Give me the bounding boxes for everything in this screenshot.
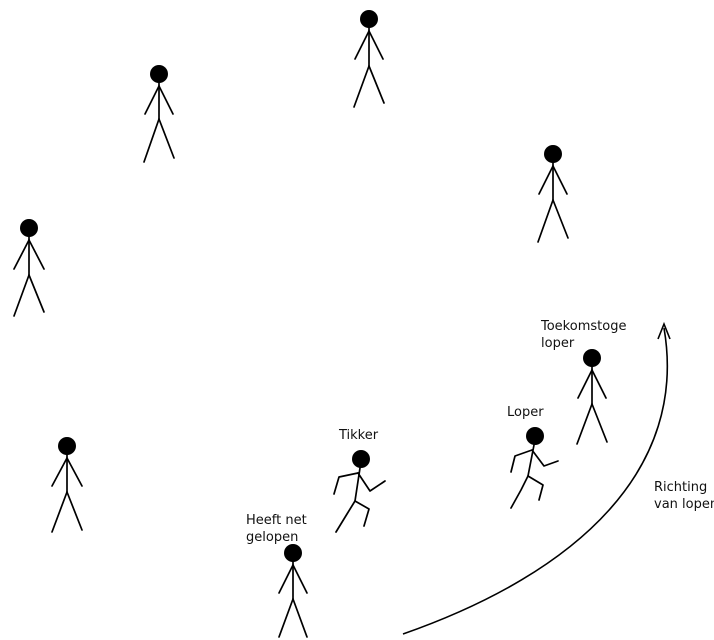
tagger-person: [333, 450, 386, 533]
person-head: [544, 145, 562, 163]
person-head: [58, 437, 76, 455]
person-head: [360, 10, 378, 28]
label-runner: Loper: [507, 405, 544, 420]
running-direction-arrow: [402, 327, 669, 635]
person-head: [352, 450, 370, 468]
standing-person-top: [353, 10, 385, 108]
arrowhead-icon: [657, 321, 671, 340]
person-head: [20, 219, 38, 237]
standing-person-upper-left: [143, 65, 175, 163]
future-runner-person: [576, 349, 608, 445]
label-tagger: Tikker: [339, 428, 379, 443]
person-head: [583, 349, 601, 367]
person-head: [526, 427, 544, 445]
label-running-direction: Richting van lopen: [654, 480, 714, 512]
runner-person: [510, 427, 559, 509]
label-future-runner: Toekomstoge loper: [541, 319, 627, 351]
standing-person-lower-left: [51, 437, 83, 533]
person-head: [150, 65, 168, 83]
person-head: [284, 544, 302, 562]
standing-person-upper-right: [537, 145, 569, 243]
just-ran-person: [278, 544, 308, 638]
label-just-ran: Heeft net gelopen: [246, 513, 307, 545]
standing-person-left: [13, 219, 45, 317]
